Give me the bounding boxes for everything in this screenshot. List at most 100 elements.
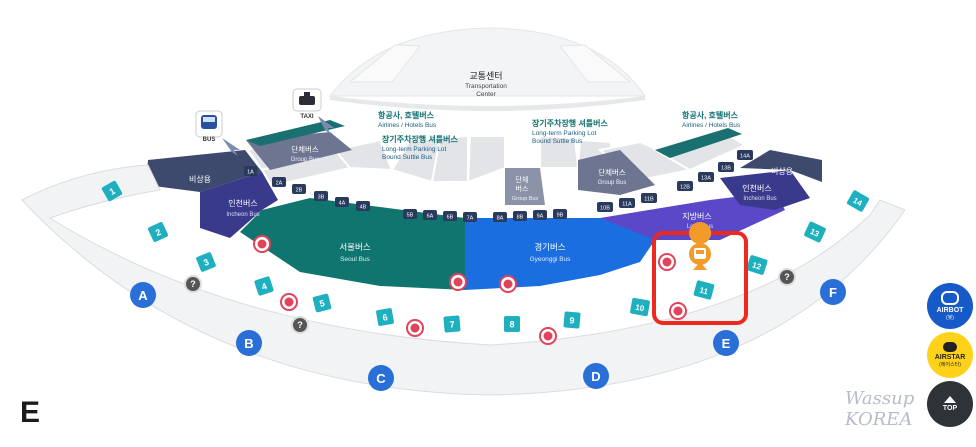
gate-3[interactable]: 3: [202, 257, 210, 268]
stop-13A: 13A: [701, 176, 711, 182]
ticket-machine-icon: [669, 302, 687, 320]
transport-center-en2: Center: [476, 91, 496, 98]
exit-markers: A B C D E F: [130, 279, 846, 391]
gate-13[interactable]: 13: [809, 227, 821, 239]
ticket-machine-icon: [280, 293, 298, 311]
gate-9[interactable]: 9: [569, 315, 575, 325]
info-marker[interactable]: ?: [297, 320, 303, 330]
airbot-label: AIRBOT: [936, 307, 964, 314]
stop-3B: 3B: [318, 195, 325, 201]
ticket-machine-icon: [406, 319, 424, 337]
airstar-icon: [943, 342, 957, 352]
bus-legend-icon: [195, 110, 223, 138]
taxi-legend-label: TAXI: [300, 114, 314, 120]
stop-9B: 9B: [557, 213, 564, 219]
transport-center-building: [328, 27, 646, 111]
zone-gyeonggi: [465, 218, 655, 290]
stop-14A: 14A: [740, 154, 750, 160]
zone-group-right-label-ko: 단체버스: [598, 167, 626, 177]
stop-1A: 1A: [247, 170, 254, 176]
taxi-arrow-icon: [318, 116, 334, 134]
gate-6[interactable]: 6: [382, 312, 389, 323]
stop-8B: 8B: [517, 215, 524, 221]
transport-center-en1: Transportation: [465, 83, 507, 90]
zone-incheon-right: [720, 170, 810, 210]
ticket-machine-icon: [539, 327, 557, 345]
callout-mid-parking-ko: 장기주차장행 셔틀버스: [532, 118, 608, 128]
zone-group-left-label-en: Group Bus: [291, 157, 320, 163]
exit-D[interactable]: D: [591, 369, 600, 384]
stop-4B: 4B: [360, 205, 367, 211]
ticket-machine-icon: [658, 253, 676, 271]
bus-arrow-icon: [222, 138, 240, 156]
zone-airlines-right: [655, 128, 742, 158]
ticket-machine-icon: [449, 273, 467, 291]
stop-5B: 5B: [407, 213, 414, 219]
top-label: TOP: [942, 404, 958, 412]
zone-gyeonggi-label-ko: 경기버스: [534, 242, 565, 252]
stop-11B: 11B: [644, 197, 654, 203]
gate-10[interactable]: 10: [635, 303, 646, 314]
location-pin-icon[interactable]: [689, 222, 712, 270]
zone-group-right-label-en: Group Bus: [598, 180, 627, 186]
airbot-sub: (봇): [946, 315, 954, 321]
zone-incheon-left-label-en: Incheon Bus: [226, 212, 259, 218]
callout-left-parking-en1: Long-term Parking Lot: [382, 146, 447, 153]
airbot-button[interactable]: AIRBOT (봇): [927, 283, 973, 329]
zone-seoul: [240, 198, 465, 290]
stop-10B: 10B: [600, 206, 610, 212]
stop-12B: 12B: [680, 185, 690, 191]
gate-markers: 1 2 3 4 5 6 7 8 9 10 11 12 13 14: [101, 180, 870, 333]
gate-5[interactable]: 5: [318, 298, 325, 309]
stop-4A: 4A: [339, 201, 346, 207]
info-marker[interactable]: ?: [784, 272, 790, 282]
exit-A[interactable]: A: [138, 288, 148, 303]
gate-4[interactable]: 4: [260, 281, 268, 292]
airstar-label: AIRSTAR: [934, 354, 966, 361]
zone-group-right: [578, 150, 655, 195]
zone-group-mid-label-en: Group Bus: [512, 196, 539, 202]
callout-left-parking-ko: 장기주차장행 셔틀버스: [382, 134, 458, 144]
zone-incheon-left-label-ko: 인천버스: [228, 198, 257, 208]
zone-local: [600, 192, 785, 240]
zone-group-left-top: [246, 120, 345, 146]
exit-C[interactable]: C: [376, 371, 386, 386]
stop-2B: 2B: [296, 188, 303, 194]
callout-left-parking-en2: Bound Suttle Bus: [382, 154, 433, 161]
callout-mid-parking-en2: Bound Suttle Bus: [532, 138, 583, 145]
gate-2[interactable]: 2: [154, 227, 163, 238]
exit-F[interactable]: F: [829, 285, 837, 300]
zone-incheon-left: [200, 172, 278, 238]
zone-emergency-left: [146, 150, 262, 192]
stop-13B: 13B: [721, 166, 731, 172]
exit-E[interactable]: E: [722, 336, 731, 351]
zone-emergency-left-label: 비상용: [189, 174, 211, 184]
zone-group-mid: [505, 168, 545, 205]
callout-right-airlines-ko: 항공사, 호텔버스: [682, 110, 739, 120]
callout-right-airlines-en: Airlines / Hotels Bus: [682, 122, 741, 129]
zone-emergency-right-label: 비상용: [771, 166, 793, 176]
up-arrow-icon: [944, 395, 956, 403]
top-button[interactable]: TOP: [927, 381, 973, 427]
ticket-machine-markers: [253, 235, 687, 345]
stop-8A: 8A: [497, 216, 504, 222]
stop-6A: 6A: [427, 214, 434, 220]
zone-group-mid-label-ko1: 단체: [516, 175, 529, 184]
airstar-sub: (에어스타): [939, 362, 961, 368]
watermark: Wassup KOREA: [845, 388, 915, 430]
exit-B[interactable]: B: [244, 336, 253, 351]
gate-1[interactable]: 1: [108, 186, 117, 197]
gate-7[interactable]: 7: [449, 319, 455, 329]
stop-tags: 1A 2A 2B 3B 4A 4B 5B 6A 6B 7A 8A 8B 9A 9…: [244, 150, 753, 222]
stop-7A: 7A: [467, 216, 474, 222]
airstar-button[interactable]: AIRSTAR (에어스타): [927, 332, 973, 378]
info-marker[interactable]: ?: [190, 279, 196, 289]
gate-11[interactable]: 11: [698, 286, 709, 297]
zone-seoul-label-en: Seoul Bus: [340, 256, 370, 263]
lane-bands: [246, 128, 748, 188]
gate-8[interactable]: 8: [509, 320, 514, 330]
callout-left-airlines-en: Airlines / Hotels Bus: [378, 122, 437, 129]
ticket-machine-icon: [499, 275, 517, 293]
gate-12[interactable]: 12: [751, 260, 763, 271]
terminal-label: E: [20, 396, 41, 429]
